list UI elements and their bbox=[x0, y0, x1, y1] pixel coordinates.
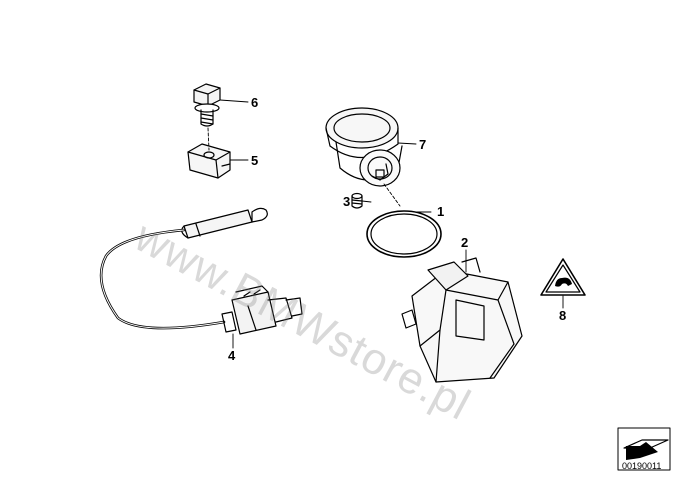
clip-nut-part-5 bbox=[187, 143, 231, 179]
socket-housing-part-7 bbox=[325, 107, 403, 187]
leader-6 bbox=[219, 99, 249, 103]
actuator-part-2 bbox=[401, 257, 523, 383]
leader-lines bbox=[207, 99, 564, 349]
figure-code-box bbox=[617, 427, 671, 471]
callout-5: 5 bbox=[251, 153, 259, 168]
callout-3: 3 bbox=[343, 194, 351, 209]
bolt-part-6 bbox=[193, 83, 221, 127]
callout-1: 1 bbox=[437, 204, 445, 219]
callout-8: 8 bbox=[559, 308, 567, 323]
leader-3 bbox=[361, 200, 372, 203]
warning-label-part-8 bbox=[540, 258, 586, 296]
leader-7 bbox=[397, 142, 417, 145]
callout-7: 7 bbox=[419, 137, 427, 152]
grub-screw-part-3 bbox=[351, 192, 363, 209]
o-ring-part-1 bbox=[366, 210, 442, 258]
callout-2: 2 bbox=[461, 235, 469, 250]
dashed-bolt-line bbox=[207, 127, 210, 151]
sensor-cable-part-4 bbox=[99, 207, 303, 335]
callout-6: 6 bbox=[251, 95, 259, 110]
figure-code: 00190011 bbox=[622, 461, 662, 471]
dashed-assembly-line bbox=[383, 183, 401, 207]
callout-4: 4 bbox=[228, 348, 236, 363]
